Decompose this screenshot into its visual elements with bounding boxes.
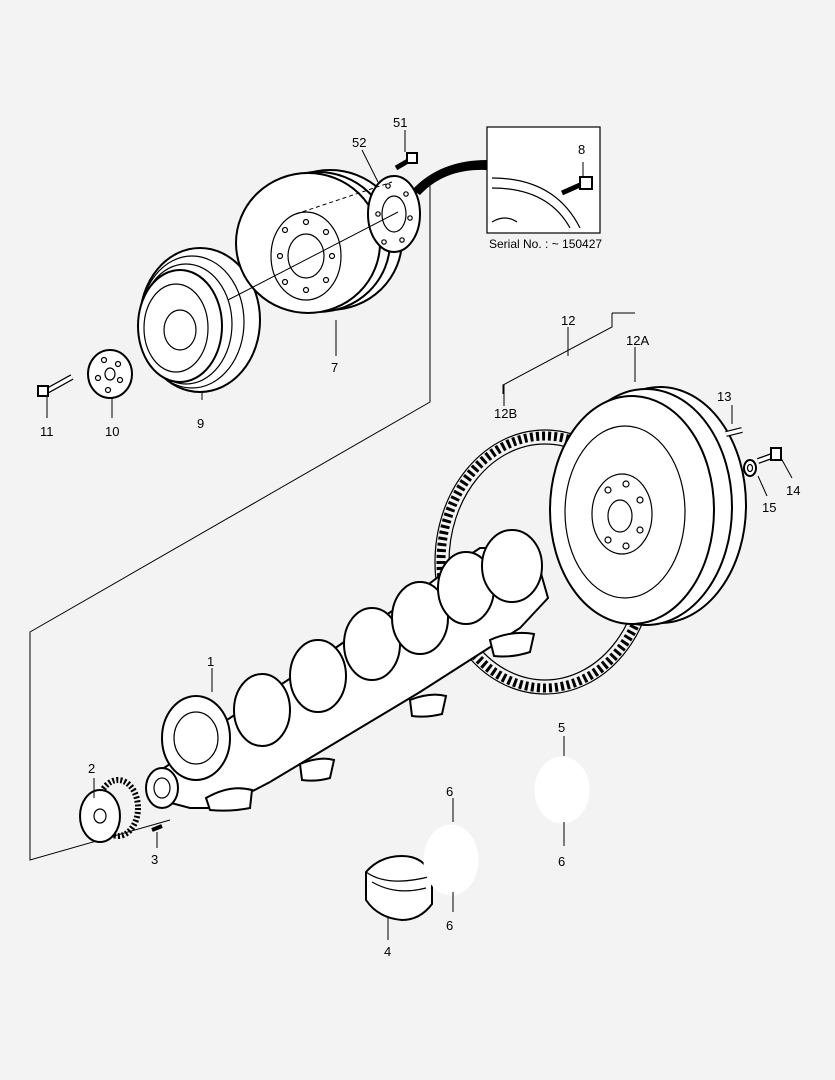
bolt-11	[37, 374, 74, 418]
washer-15	[743, 459, 768, 497]
pin-13	[725, 405, 743, 437]
callout-15: 15	[762, 500, 776, 515]
callout-6-right-bottom: 6	[558, 854, 565, 869]
serial-detail-inset: 8	[486, 126, 601, 234]
callout-8: 8	[578, 142, 585, 157]
washer-10	[87, 349, 133, 418]
callout-14: 14	[786, 483, 800, 498]
thrust-washer-5-right	[534, 736, 590, 846]
callout-52: 52	[352, 135, 366, 150]
callout-10: 10	[105, 424, 119, 439]
crankshaft-1	[145, 529, 550, 812]
axis-line	[227, 211, 399, 301]
callout-1: 1	[207, 654, 214, 669]
axis-line-dashed	[295, 181, 393, 215]
bracket-12	[502, 313, 613, 394]
gear-2	[79, 777, 141, 843]
pin-3	[151, 824, 163, 848]
bearing-shell-4	[365, 854, 433, 940]
thrust-washer-6-mid	[423, 798, 479, 912]
callout-12b: 12B	[494, 406, 517, 421]
callout-11: 11	[40, 424, 54, 439]
serial-note: Serial No. : ~ 150427	[489, 237, 602, 251]
bolt-8	[560, 162, 593, 196]
bolt-51	[394, 130, 418, 171]
pulley-9	[137, 247, 261, 400]
callout-5: 5	[558, 720, 565, 735]
inset-arrow	[412, 160, 487, 195]
callout-2: 2	[88, 761, 95, 776]
callout-3: 3	[151, 852, 158, 867]
callout-13: 13	[717, 389, 731, 404]
callout-4: 4	[384, 944, 391, 959]
callout-7: 7	[331, 360, 338, 375]
callout-6-mid-bottom: 6	[446, 918, 453, 933]
callout-12: 12	[561, 313, 575, 328]
callout-6-mid-top: 6	[446, 784, 453, 799]
callout-9: 9	[197, 416, 204, 431]
callout-51: 51	[393, 115, 407, 130]
assembly-boundary	[29, 185, 431, 861]
flywheel-12a	[549, 386, 747, 626]
callout-12a: 12A	[626, 333, 649, 348]
bolt-14	[756, 447, 793, 479]
